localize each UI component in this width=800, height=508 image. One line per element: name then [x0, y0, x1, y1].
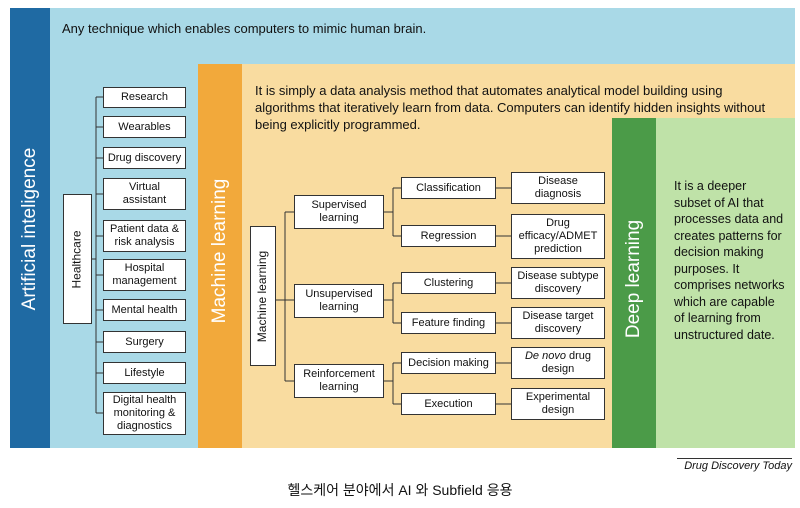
ml-hub-label: Machine learning [255, 250, 270, 342]
ml-title: Machine learning [209, 178, 230, 324]
dl-description: It is a deeper subset of AI that process… [674, 179, 785, 342]
ml-task-node: Regression [401, 225, 496, 247]
dl-title: Deep learning [623, 219, 644, 339]
ml-type-node: Reinforcement learning [294, 364, 384, 398]
ml-application-node: Disease subtype discovery [511, 267, 605, 299]
ml-side-bar: Machine learning [198, 64, 242, 448]
ml-task-node: Clustering [401, 272, 496, 294]
ml-task-node: Decision making [401, 352, 496, 374]
healthcare-item: Wearables [103, 116, 186, 138]
ml-application-node: Experimental design [511, 388, 605, 420]
ai-side-bar: Artificial inteligence [10, 8, 50, 448]
ml-task-node: Classification [401, 177, 496, 199]
healthcare-item: Research [103, 87, 186, 108]
ml-application-node: De novo drug design [511, 347, 605, 379]
drug-design-text: drug design [541, 350, 592, 375]
ml-application-node: Drug efficacy/ADMET prediction [511, 214, 605, 259]
ml-application-node: Disease diagnosis [511, 172, 605, 204]
healthcare-item: Hospital management [103, 259, 186, 291]
healthcare-item: Drug discovery [103, 147, 186, 169]
healthcare-item: Mental health [103, 299, 186, 321]
ml-type-node: Supervised learning [294, 195, 384, 229]
ml-task-node: Execution [401, 393, 496, 415]
healthcare-item: Digital health monitoring & diagnostics [103, 392, 186, 435]
healthcare-node: Healthcare [63, 194, 92, 324]
ml-application-node: Disease target discovery [511, 307, 605, 339]
dl-side-bar: Deep learning [612, 118, 656, 448]
healthcare-item: Virtual assistant [103, 178, 186, 210]
ai-description: Any technique which enables computers to… [62, 21, 427, 36]
ml-hub-node: Machine learning [250, 226, 276, 366]
healthcare-item: Surgery [103, 331, 186, 353]
healthcare-item: Patient data & risk analysis [103, 220, 186, 252]
ml-type-node: Unsupervised learning [294, 284, 384, 318]
figure-caption: 헬스케어 분야에서 AI 와 Subfield 응용 [287, 482, 513, 498]
healthcare-label: Healthcare [70, 229, 84, 289]
source-credit: Drug Discovery Today [677, 458, 792, 472]
ml-task-node: Feature finding [401, 312, 496, 334]
ml-description: It is simply a data analysis method that… [255, 83, 766, 132]
healthcare-item: Lifestyle [103, 362, 186, 384]
de-novo-text: De novo [524, 350, 566, 362]
ai-title: Artificial inteligence [19, 147, 40, 311]
